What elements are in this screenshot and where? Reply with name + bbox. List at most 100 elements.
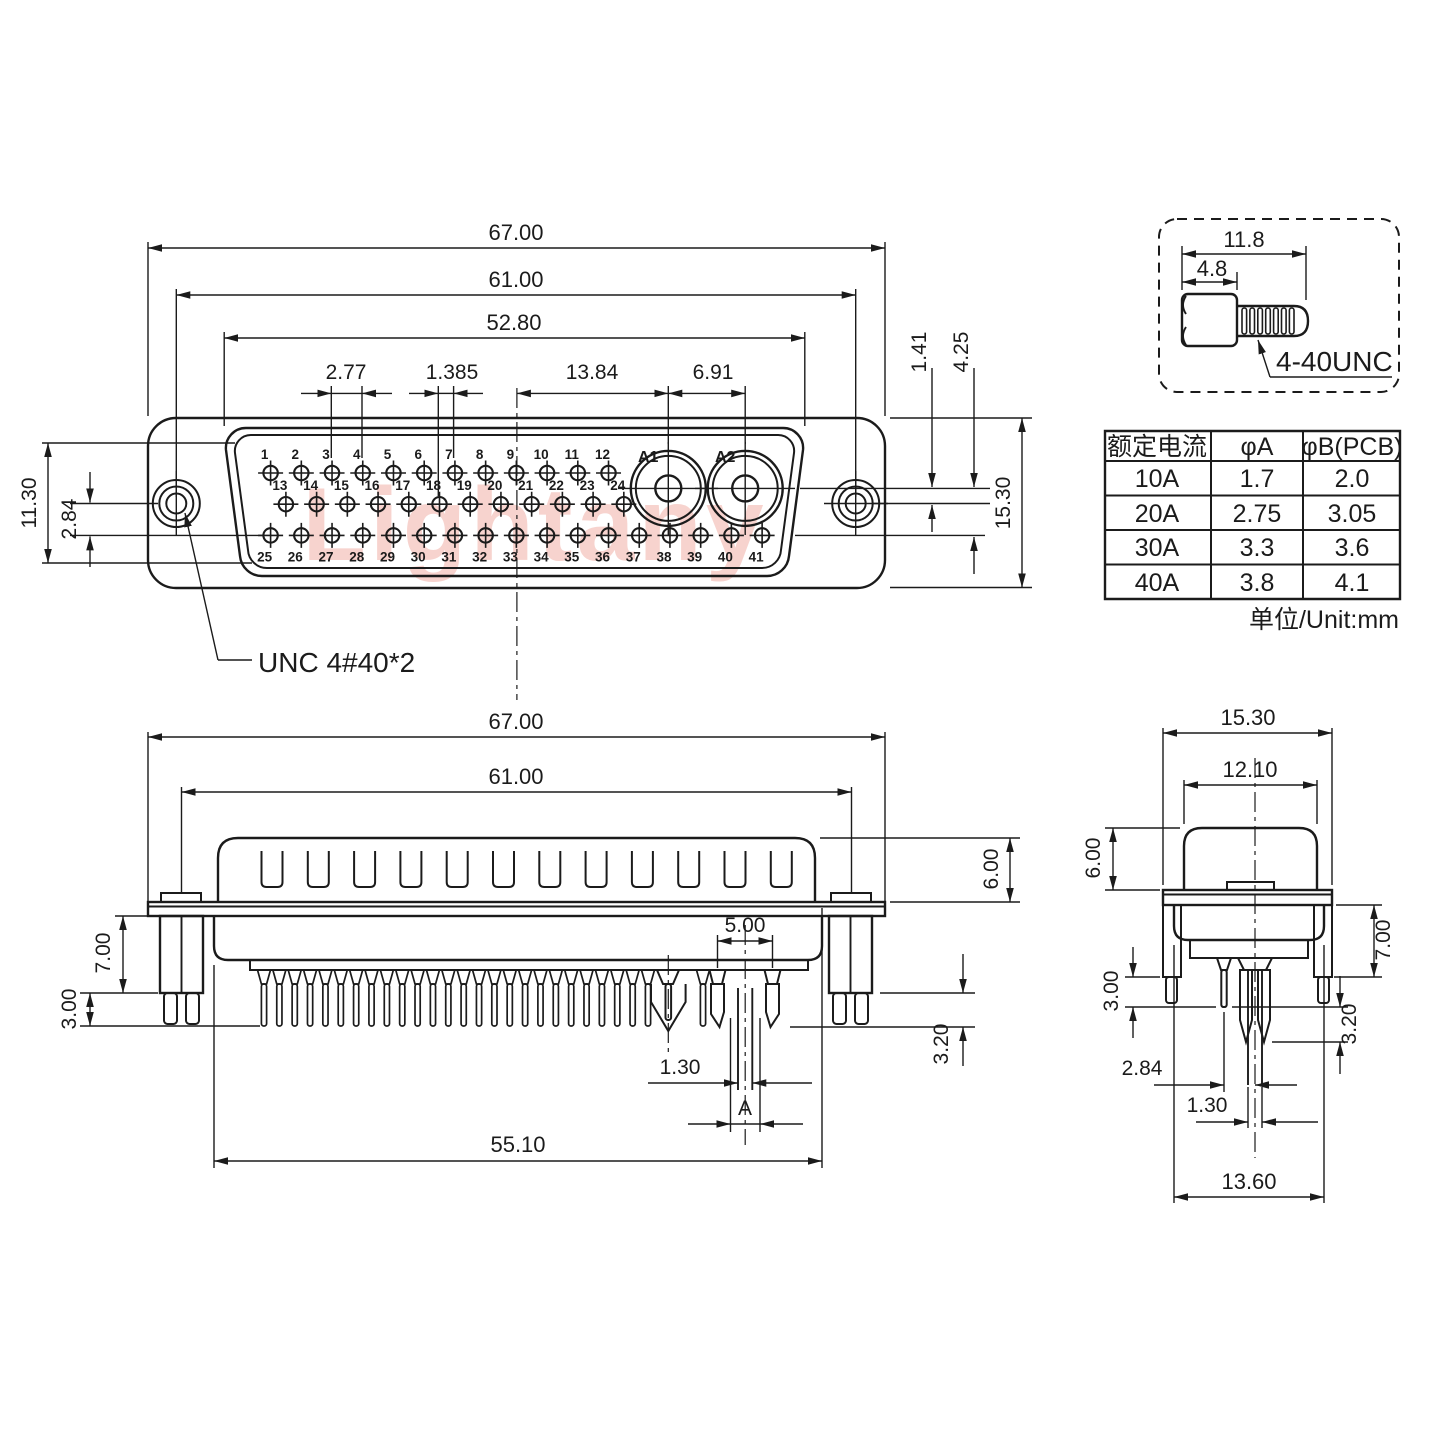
solder-tail [348,969,364,1027]
side-pin [1215,957,1233,1008]
pin-number: 6 [414,447,422,462]
solder-tail [578,969,595,1027]
pin-number: 8 [476,447,484,462]
solder-tail [640,969,656,1027]
pin-number: 33 [503,549,519,564]
pin-contact: 6 [411,447,437,486]
screw-threads [1241,307,1295,335]
pin-contact: 41 [749,522,775,564]
front-extension-lines [42,242,1032,589]
pin-number: 40 [718,549,733,564]
pin-contact: 10 [534,447,560,486]
pin-number: 23 [580,478,596,493]
table-outer-border [1103,429,1402,601]
screw-detail: 11.8 4.8 4-40UNC [1158,218,1400,393]
pin-number: 2 [292,447,300,462]
pin-contact: 7 [442,447,468,486]
pin-contact: 24 [610,478,637,517]
dim-side-tail-offset: 3.20 [1338,1004,1361,1045]
pin-contact: 19 [457,478,483,517]
dim-pin-pitch: 2.77 [326,361,367,384]
pin-number: 19 [457,478,472,493]
solder-tail [517,969,533,1027]
solder-tails [256,969,711,1027]
side-posts [1162,904,1333,1004]
side-flange [1161,888,1334,907]
dim-tail-field-width: 55.10 [490,1132,545,1157]
dim-shell-height: 6.00 [980,849,1003,890]
coax-a1-label: A1 [638,449,659,466]
pin-contact: 1 [258,447,284,486]
post-tab-right [830,892,872,903]
pin-contact: 4 [350,447,376,486]
pin-contact: 21 [518,478,545,517]
pin-number: 7 [445,447,453,462]
pin-number: 16 [365,478,381,493]
dim-front-opening-width: 52.80 [486,310,541,335]
dim-pin-protrusion: 3.00 [58,989,81,1030]
dim-a1-to-a2: 6.91 [693,361,734,384]
pin-number: 3 [322,447,330,462]
dim-hole-dia: A [738,1097,752,1120]
pin-contact: 8 [473,447,499,486]
dim-body-depth: 13.60 [1221,1169,1276,1194]
pin-number: 26 [288,549,304,564]
pin-number: 36 [595,549,611,564]
shell-slot [492,851,515,888]
pin-contact: 12 [595,447,622,486]
table-cell: 3.05 [1328,500,1377,528]
solder-tail [471,969,487,1027]
dim-bottom-mount-spacing: 61.00 [488,764,543,789]
dim-side-shell-height: 6.00 [1082,838,1105,879]
coax-a2-label: A2 [715,449,736,466]
pin-contact: 13 [272,478,299,517]
pin-number: 34 [534,549,550,564]
solder-tail [409,969,426,1027]
unit-note: 单位/Unit:mm [1249,606,1399,634]
pin-number: 35 [564,549,580,564]
dim-screw-head-length: 4.8 [1197,256,1228,281]
pin-number: 1 [261,447,269,462]
pin-header-strip [249,959,809,971]
side-shell [1182,826,1319,890]
shell-slot [260,851,284,888]
pin-number: 18 [426,478,442,493]
dim-post-length: 7.00 [92,933,115,974]
side-body [1172,905,1326,942]
thread [1288,307,1295,335]
shell-slot [630,851,654,888]
dim-center-pin-dia: 1.30 [660,1056,701,1079]
pin-number: 10 [534,447,549,462]
pin-contact: 40 [718,522,744,564]
side-body-step [1189,939,1309,959]
solder-tail [363,969,380,1027]
thread [1249,307,1256,335]
pin-number: 38 [656,549,672,564]
table-cell: 2.0 [1335,465,1370,493]
pin-contact: 20 [487,478,514,517]
solder-tail [317,969,334,1027]
solder-tail [563,969,579,1027]
pin-number: 37 [626,549,641,564]
pin-number: 5 [384,447,392,462]
solder-tail [271,969,287,1027]
pin-contact: 26 [288,522,314,564]
solder-tail [594,969,610,1027]
pin-number: 30 [411,549,426,564]
shell-slot [677,851,701,888]
pin-contact: 3 [319,447,345,486]
shell-slots [260,851,793,888]
table-header-cell: 额定电流 [1107,433,1207,461]
solder-tail [548,969,564,1027]
dim-front-overall-width: 67.00 [488,220,543,245]
coax-contact-a2 [695,442,795,535]
solder-tail [394,969,410,1027]
pin-number: 14 [303,478,319,493]
thread [1280,307,1287,335]
side-extension-lines [1105,728,1382,1203]
dim-tail-offset: 3.20 [930,1024,953,1065]
